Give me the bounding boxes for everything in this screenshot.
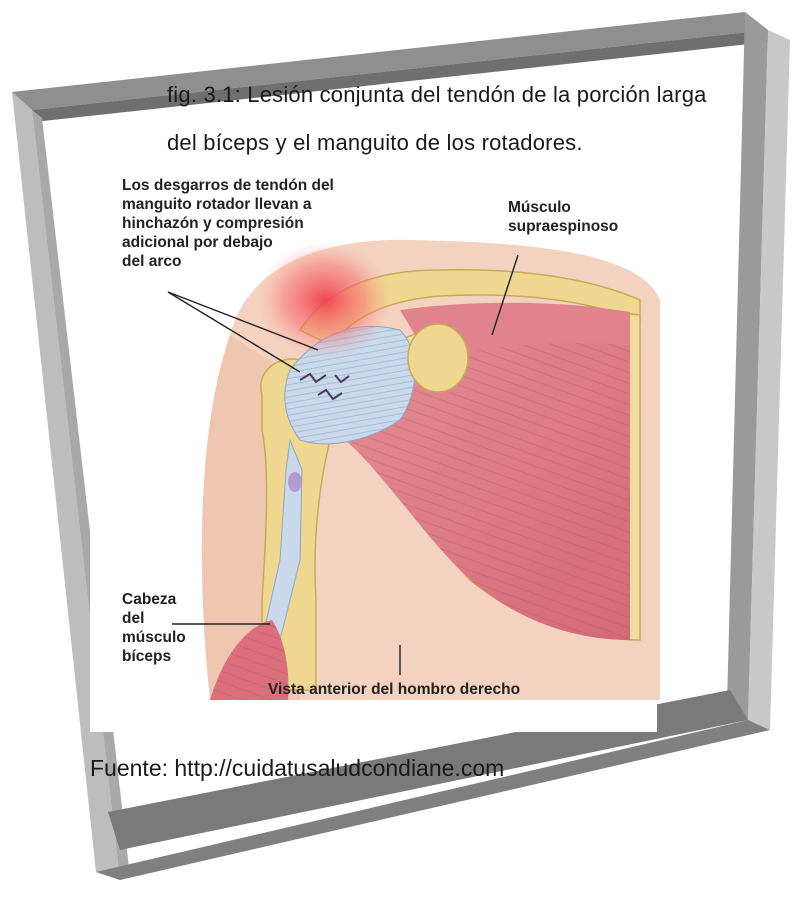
tear-label-line: hinchazón y compresión	[122, 214, 334, 233]
biceps-head-label: Cabeza del músculo bíceps	[122, 590, 186, 666]
supraspinatus-label: Músculo supraespinoso	[508, 198, 618, 236]
supraspinatus-label-line: supraespinoso	[508, 217, 618, 236]
biceps-label-line: Cabeza	[122, 590, 186, 609]
figure-caption-line-2: del bíceps y el manguito de los rotadore…	[167, 130, 583, 156]
tear-label-line: del arco	[122, 252, 334, 271]
acromion-process	[408, 324, 468, 392]
source-credit: Fuente: http://cuidatusaludcondiane.com	[90, 755, 504, 782]
biceps-label-line: bíceps	[122, 647, 186, 666]
tear-label-line: manguito rotador llevan a	[122, 195, 334, 214]
supraspinatus-label-line: Músculo	[508, 198, 618, 217]
biceps-label-line: músculo	[122, 628, 186, 647]
tear-label-line: Los desgarros de tendón del	[122, 176, 334, 195]
figure-caption-line-1: fig. 3.1: Lesión conjunta del tendón de …	[167, 82, 707, 108]
frame-top-inner	[32, 30, 768, 122]
view-caption: Vista anterior del hombro derecho	[268, 680, 520, 699]
biceps-label-line: del	[122, 609, 186, 628]
tear-label-line: adicional por debajo	[122, 233, 334, 252]
tendon-tear-label: Los desgarros de tendón del manguito rot…	[122, 176, 334, 271]
shoulder-illustration	[168, 240, 660, 700]
biceps-tendon-knot	[288, 472, 302, 492]
